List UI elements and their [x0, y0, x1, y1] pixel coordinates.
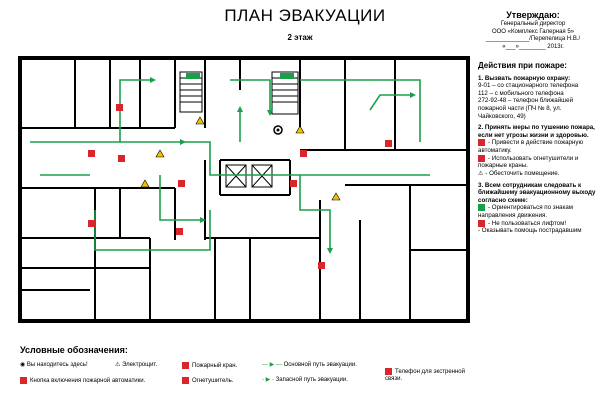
you-are-here-marker: [273, 125, 283, 135]
main-route-line-icon: — ▶ —: [262, 362, 282, 368]
fire-hydrant-icon: [182, 362, 189, 369]
floor-label: 2 этаж: [287, 33, 313, 42]
plan-title: ПЛАН ЭВАКУАЦИИ: [224, 6, 386, 25]
step1-title: 1. Вызвать пожарную охрану:: [478, 74, 571, 82]
approval-line: Генеральный директор: [500, 21, 566, 27]
legend-label: Запасной путь эвакуации.: [275, 377, 348, 383]
alarm-button-icon: [478, 139, 485, 147]
route-arrows: [150, 77, 416, 254]
legend-item: Телефон для экстренной связи.: [385, 368, 475, 383]
electrical-panel-icon: ⚠: [115, 362, 121, 368]
legend-label: Основной путь эвакуации.: [283, 362, 357, 368]
legend-item: - ▶ - Запасной путь эвакуации.: [262, 377, 348, 384]
extinguisher-icon: [478, 154, 485, 162]
building-walls: [18, 56, 470, 323]
no-elevator-icon: [478, 219, 485, 227]
legend-title: Условные обозначения:: [20, 345, 128, 355]
fire-extinguisher-icon: [182, 377, 189, 384]
legend-item: Пожарный кран.: [182, 362, 237, 370]
warning-icons: [140, 116, 341, 201]
step3-line: - Не пользоваться лифтом!: [488, 219, 567, 227]
legend-item: Кнопка включения пожарной автоматики.: [20, 377, 145, 385]
actions-heading: Действия при пожаре:: [478, 61, 567, 70]
legend-label: Электрощит.: [122, 362, 158, 368]
step3-title: 3. Всем сотрудникам следовать к ближайше…: [478, 181, 596, 204]
exit-signs: [186, 73, 294, 79]
fire-actions-panel: Действия при пожаре: 1. Вызвать пожарную…: [478, 62, 598, 239]
step1-line: 9-01 – со стационарного телефона: [478, 82, 579, 90]
approval-line: ООО «Комплекс Галерная 5»: [491, 28, 575, 35]
step3-line: - Ориентироваться по знакам направления …: [478, 204, 574, 220]
exit-sign-icon: [478, 204, 485, 212]
legend-item: — ▶ — Основной путь эвакуации.: [262, 362, 357, 369]
step2-line: - Использовать огнетушители и пожарные к…: [478, 154, 579, 170]
legend-item: Огнетушитель.: [182, 377, 233, 385]
fire-equipment-icons: [88, 104, 392, 269]
step1-line: 272-92-48 – телефон ближайшей пожарной ч…: [478, 97, 574, 120]
approval-line: «___»________ 2013г.: [502, 43, 564, 50]
step3-line: - Оказывать помощь пострадавшим: [478, 227, 582, 235]
step2-title: 2. Принять меры по тушению пожара, если …: [478, 124, 595, 139]
step2-line: - Привести в действие пожарную автоматик…: [478, 139, 584, 155]
you-are-here-icon: ◉: [20, 362, 26, 368]
legend-item: ◉ Вы находитесь здесь!: [20, 362, 88, 369]
legend-label: Огнетушитель.: [192, 378, 234, 385]
fire-alarm-button-icon: [20, 377, 27, 384]
legend-label: Телефон для экстренной связи.: [385, 369, 465, 383]
step1-line: 112 – с мобильного телефона: [478, 89, 564, 97]
elevator-shafts: [225, 164, 273, 188]
legend-label: Пожарный кран.: [192, 363, 238, 370]
approval-line: _____________/Перепелица Н.В./: [485, 36, 581, 42]
approval-block: Утверждаю: Генеральный директор ООО «Ком…: [468, 10, 598, 51]
phone-icon: [385, 368, 392, 375]
reserve-route-line-icon: - ▶ -: [262, 377, 274, 383]
legend-label: Кнопка включения пожарной автоматики.: [30, 378, 146, 385]
legend-label: Вы находитесь здесь!: [26, 362, 88, 368]
legend-item: ⚠ Электрощит.: [115, 362, 157, 369]
warning-icon: ⚠: [478, 170, 484, 177]
approval-heading: Утверждаю:: [506, 10, 560, 20]
step2-line: - Обесточить помещение.: [485, 170, 560, 177]
interior-walls: [20, 58, 468, 321]
evacuation-route-main: [30, 79, 430, 251]
